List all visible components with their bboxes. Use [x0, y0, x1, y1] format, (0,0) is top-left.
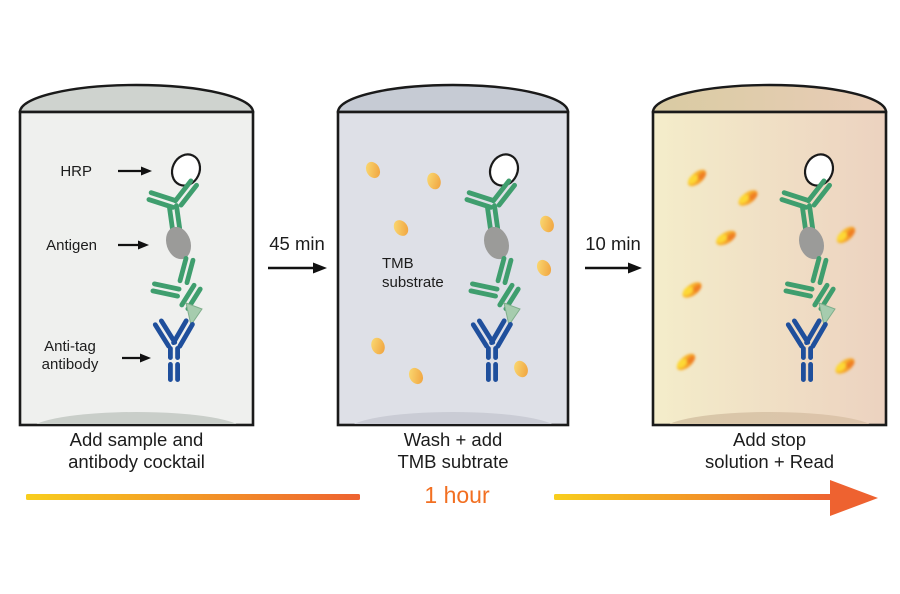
well-3	[651, 83, 888, 427]
antigen-label: Antigen	[46, 237, 97, 254]
hrp-label: HRP	[60, 163, 92, 180]
well-2-bottom-shade	[354, 412, 552, 424]
well-1-caption-line2: antibody cocktail	[68, 451, 205, 472]
well-2-body	[336, 110, 570, 427]
well-3-lid	[651, 83, 888, 114]
well-3-body	[651, 110, 888, 427]
well-1-bottom-shade	[36, 412, 237, 424]
step-arrow-1: 45 min	[268, 233, 327, 274]
well-1: HRP Antigen Anti-tag antibody	[18, 83, 255, 427]
well-3-caption-line1: Add stop	[733, 429, 806, 450]
step-arrow-2-label: 10 min	[585, 233, 641, 254]
tmb-substrate-label-line2: substrate	[382, 274, 444, 291]
well-2: TMB substrate	[336, 83, 570, 427]
timeline-arrowhead-icon	[830, 480, 878, 516]
step-arrow-2-head-icon	[628, 262, 642, 274]
timeline-label: 1 hour	[424, 482, 490, 508]
well-2-caption-line1: Wash + add	[404, 429, 503, 450]
anti-tag-label-line2: antibody	[42, 356, 99, 373]
anti-tag-label-line1: Anti-tag	[44, 338, 96, 355]
well-1-body	[18, 110, 255, 427]
well-2-caption-line2: TMB subtrate	[397, 451, 508, 472]
antigen-pointer-arrow	[118, 240, 149, 250]
step-arrow-2: 10 min	[585, 233, 642, 274]
well-1-lid	[18, 83, 255, 114]
hrp-pointer-arrow	[118, 166, 152, 176]
well-2-lid	[336, 83, 570, 114]
anti-tag-pointer-arrow	[122, 353, 151, 363]
step-arrow-1-label: 45 min	[269, 233, 325, 254]
timeline-bar-left	[26, 494, 360, 500]
well-3-caption-line2: solution + Read	[705, 451, 834, 472]
step-arrow-1-head-icon	[313, 262, 327, 274]
timeline-bar-right	[554, 494, 832, 500]
well-3-bottom-shade	[669, 412, 870, 424]
timeline: 1 hour	[26, 480, 878, 516]
well-1-caption-line1: Add sample and	[70, 429, 204, 450]
tmb-substrate-label-line1: TMB	[382, 255, 414, 272]
